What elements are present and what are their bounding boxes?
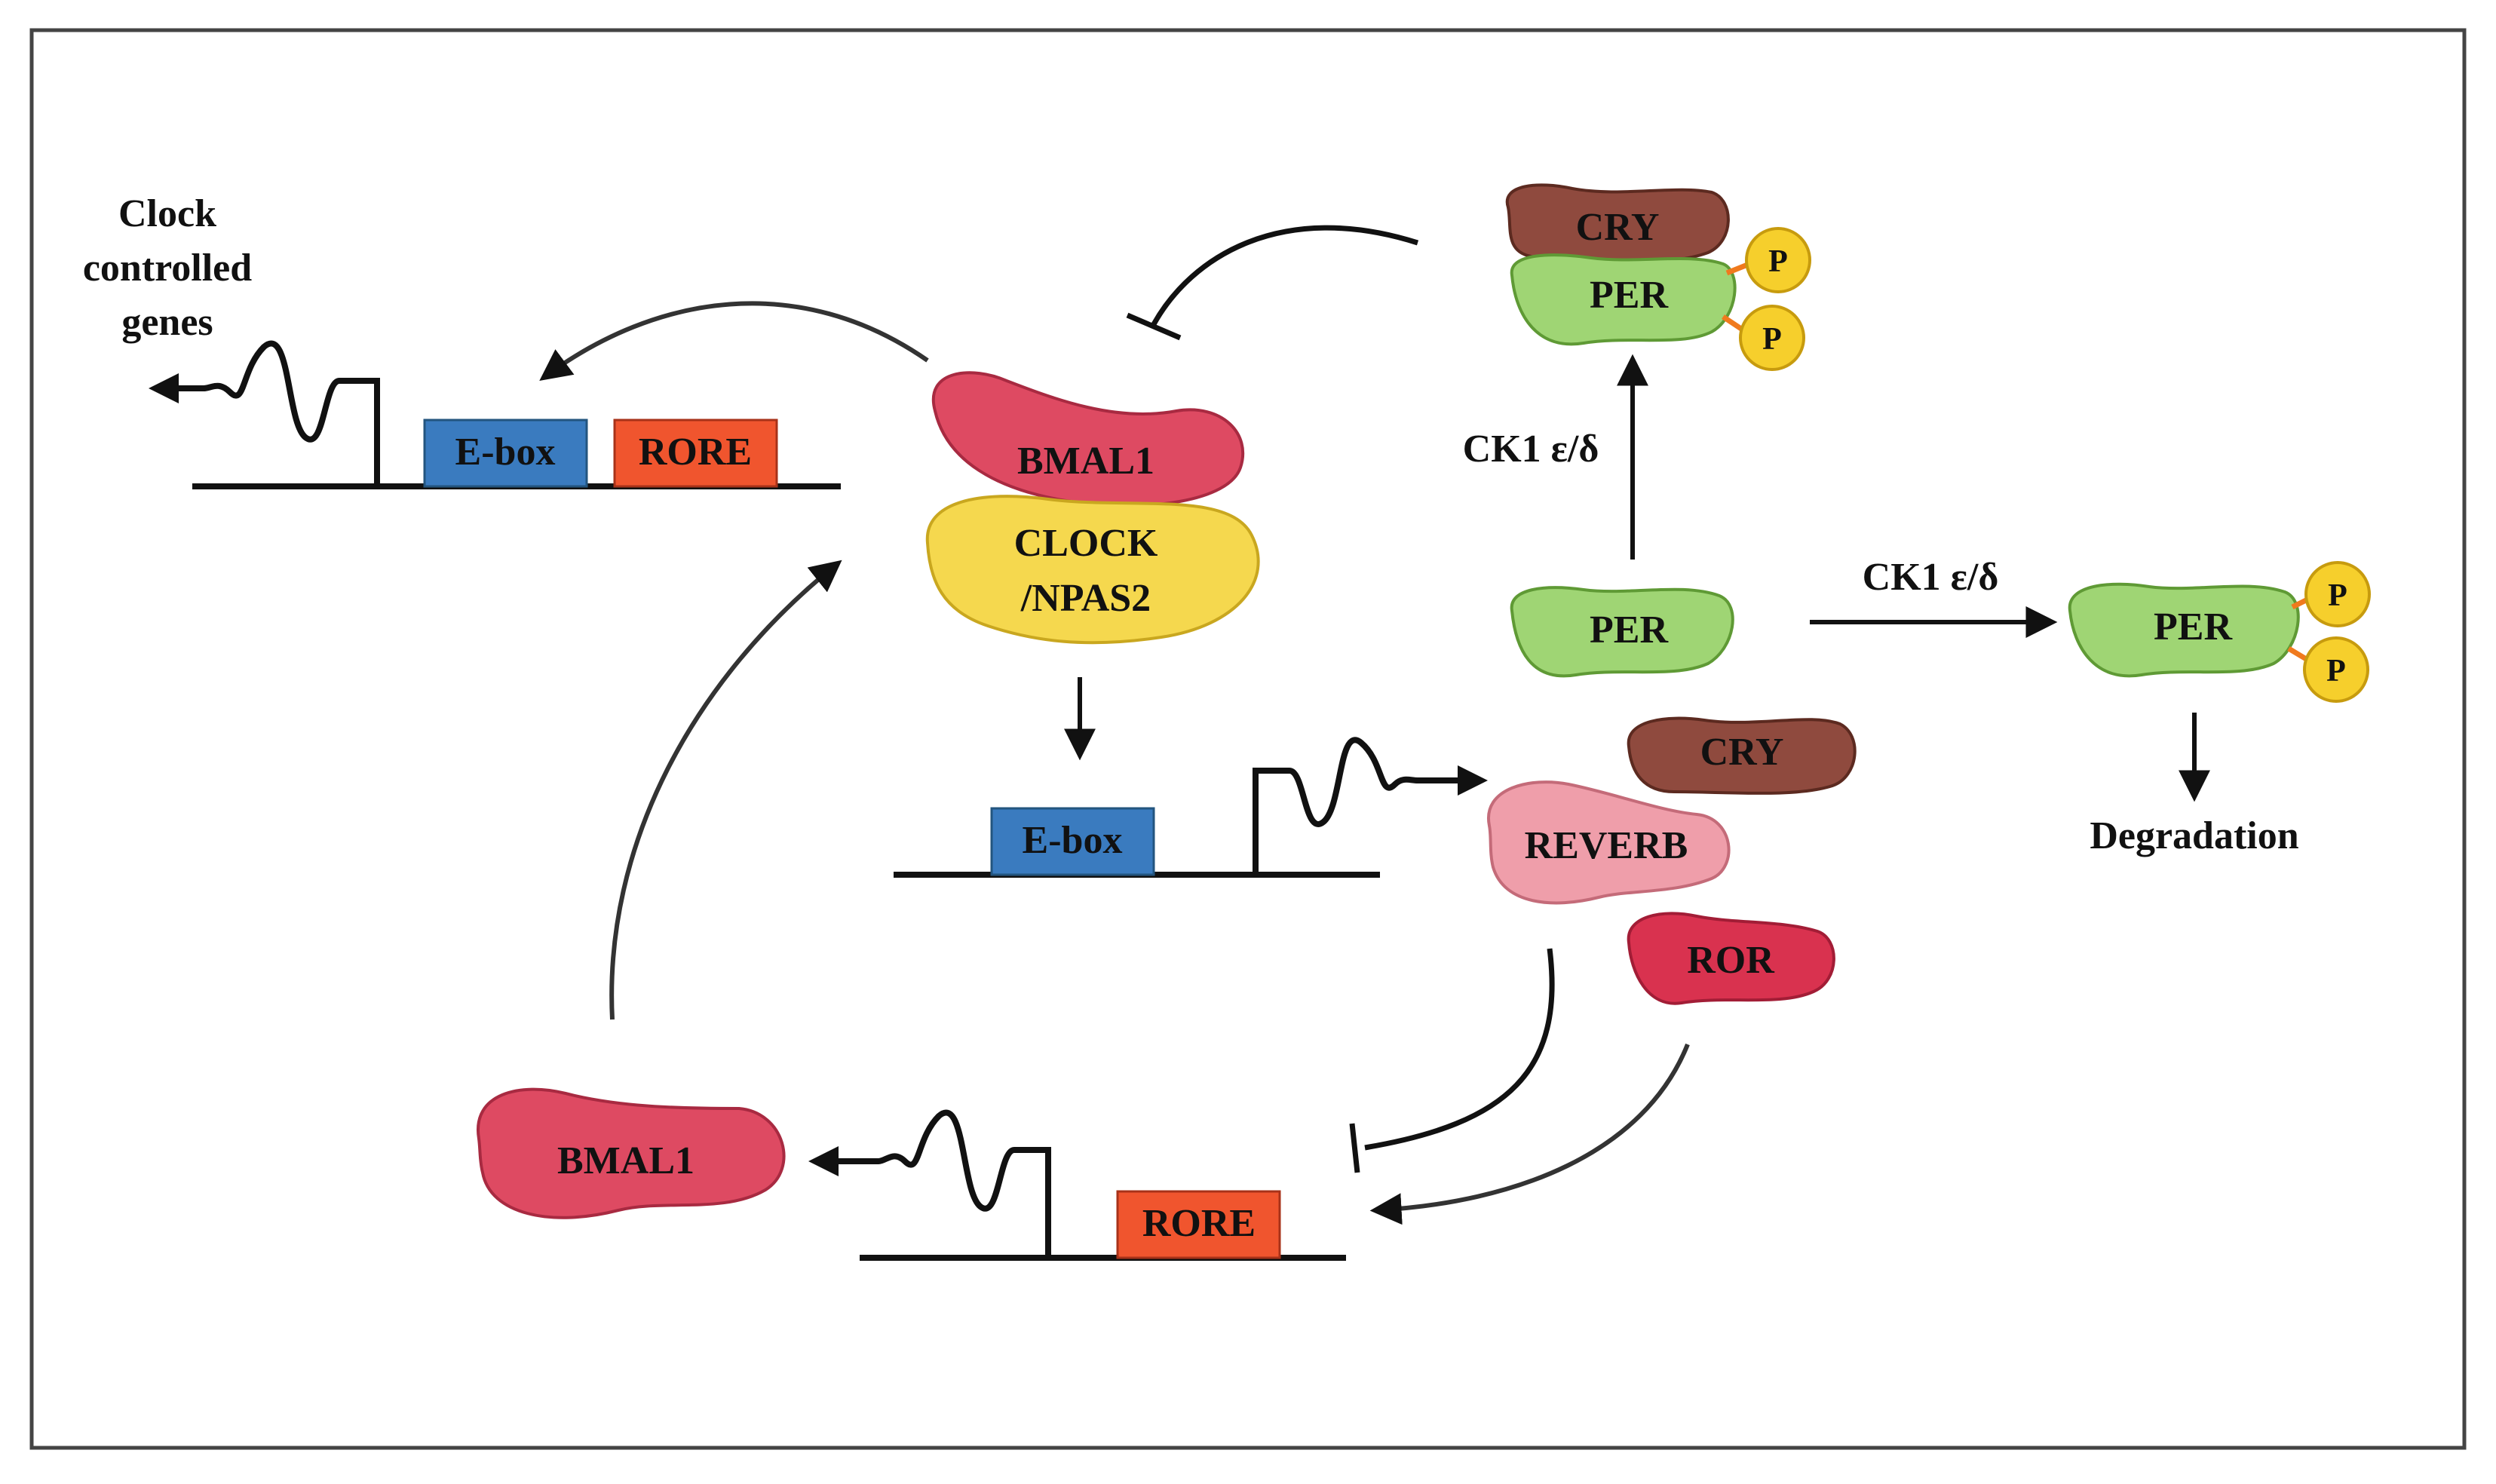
ck1-horizontal-label: CK1 ε/δ [1863, 556, 1999, 599]
phosphate-top-2 [1739, 305, 1805, 371]
cry-top-label: CRY [1576, 206, 1660, 249]
per-right-label: PER [2154, 606, 2233, 648]
inhibition-reverb-to-rore [1364, 948, 1555, 1151]
ck1-vertical-label: CK1 ε/δ [1463, 428, 1599, 471]
clock-controlled-genes-label: Clock controlled genes [83, 192, 252, 344]
per-blob-right [2068, 582, 2300, 678]
bottom-promoter: RORE [808, 1109, 1346, 1261]
inhibition-bar-bottom [1349, 1123, 1360, 1173]
ebox-top-left [423, 419, 588, 488]
bmal1-bottom: BMAL1 [476, 1087, 786, 1219]
inhibition-bar-top [1126, 312, 1182, 341]
bmal1-center-label: BMAL1 [1017, 440, 1154, 483]
clock-controlled-line-2: controlled [83, 247, 252, 290]
clock-controlled-line-1: Clock [118, 192, 216, 235]
rore-top-left-label: RORE [639, 431, 752, 474]
activation-ror-to-rore [1369, 1043, 1690, 1225]
phosphate-right-1 [2304, 561, 2371, 627]
activation-arrow-to-ccg [539, 301, 929, 382]
ebox-top-left-label: E-box [455, 431, 556, 474]
phosphate-right-2-label: P [2326, 654, 2346, 688]
phosphate-link-right-2 [2287, 645, 2309, 663]
ebox-center [990, 807, 1155, 876]
per-blob-middle [1510, 586, 1734, 678]
clock-label-line-1: CLOCK [1014, 522, 1158, 565]
inhibition-cry-per-to-bmal1 [1151, 225, 1419, 326]
activation-bmal1-to-complex [609, 560, 842, 1020]
top-left-promoter: E-box RORE [149, 340, 841, 489]
per-phosphorylated-right: PER P P [2068, 561, 2371, 703]
rore-bottom [1116, 1190, 1281, 1259]
per-middle: PER [1510, 586, 1734, 678]
phosphate-top-2-label: P [1762, 322, 1782, 357]
reverb-label: REVERB [1525, 824, 1688, 867]
per-middle-label: PER [1590, 609, 1669, 652]
cry-blob-middle [1627, 716, 1857, 795]
rore-bottom-label: RORE [1142, 1202, 1256, 1245]
clock-npas2-blob [925, 495, 1260, 645]
transcription-wave-bottom [808, 1109, 1051, 1258]
bmal1-clock-complex: BMAL1 CLOCK /NPAS2 [925, 371, 1260, 645]
cry-middle-label: CRY [1700, 731, 1784, 774]
per-blob-top [1510, 253, 1737, 346]
clock-controlled-line-3: genes [121, 301, 213, 344]
center-promoter: E-box [894, 737, 1488, 878]
phosphate-top-1 [1745, 227, 1811, 293]
phosphate-right-1-label: P [2328, 578, 2347, 613]
ebox-center-label: E-box [1023, 819, 1123, 862]
phosphate-top-1-label: P [1768, 244, 1788, 279]
bmal1-blob-bottom [476, 1087, 786, 1219]
ror-label: ROR [1687, 939, 1775, 982]
per-top-label: PER [1590, 274, 1669, 317]
rore-top-left [613, 419, 778, 488]
reverb-blob [1486, 780, 1731, 905]
ror-blob [1627, 912, 1835, 1005]
transcription-wave-top-left [149, 340, 380, 486]
phosphate-link-right-1 [2291, 596, 2309, 610]
bmal1-bottom-label: BMAL1 [557, 1139, 695, 1182]
cry-reverb-ror-group: CRY REVERB ROR [1486, 716, 1857, 1005]
clock-label-line-2: /NPAS2 [1020, 577, 1151, 620]
transcription-wave-center [1253, 737, 1488, 875]
bmal1-blob-center [931, 371, 1245, 507]
phosphate-right-2 [2303, 636, 2369, 703]
degradation-label: Degradation [2090, 814, 2298, 857]
cry-per-phosphorylated: CRY PER P P [1505, 183, 1811, 371]
